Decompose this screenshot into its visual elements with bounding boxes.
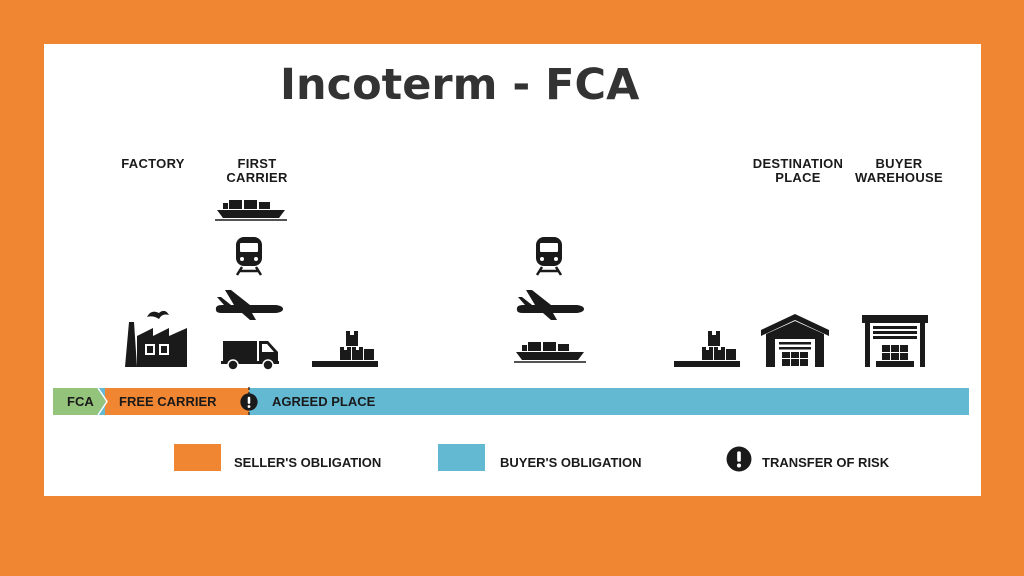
ship-icon — [215, 198, 287, 222]
bar-seller-label: FREE CARRIER — [119, 394, 217, 409]
code-tab — [53, 388, 106, 415]
airplane-icon — [214, 290, 284, 320]
legend-seller: SELLER'S OBLIGATION — [234, 455, 382, 470]
pallet-icon — [310, 328, 380, 368]
alert-icon — [726, 446, 752, 472]
train-icon — [533, 236, 565, 276]
factory-icon — [121, 308, 191, 368]
label-factory: FACTORY — [121, 156, 185, 171]
diagram-panel — [44, 44, 981, 496]
bar-code: FCA — [67, 394, 94, 409]
legend-risk: TRANSFER OF RISK — [762, 455, 890, 470]
warehouse-icon — [760, 312, 830, 368]
page-title: Incoterm - FCA — [280, 60, 640, 110]
warehouse-icon — [860, 312, 930, 368]
label-destination-place: DESTINATION PLACE — [752, 156, 844, 185]
train-icon — [233, 236, 265, 276]
truck-icon — [220, 337, 280, 371]
legend-buyer: BUYER'S OBLIGATION — [500, 455, 642, 470]
pallet-icon — [672, 328, 742, 368]
label-buyer-warehouse: BUYER WAREHOUSE — [855, 156, 943, 185]
bar-buyer-label: AGREED PLACE — [272, 394, 376, 409]
obligation-bar — [53, 387, 969, 417]
airplane-icon — [515, 290, 585, 320]
buyer-swatch — [438, 444, 485, 471]
label-first-carrier: FIRST CARRIER — [226, 156, 288, 185]
seller-swatch — [174, 444, 221, 471]
seller-segment — [105, 388, 249, 415]
ship-icon — [514, 340, 586, 364]
alert-icon — [240, 393, 258, 411]
